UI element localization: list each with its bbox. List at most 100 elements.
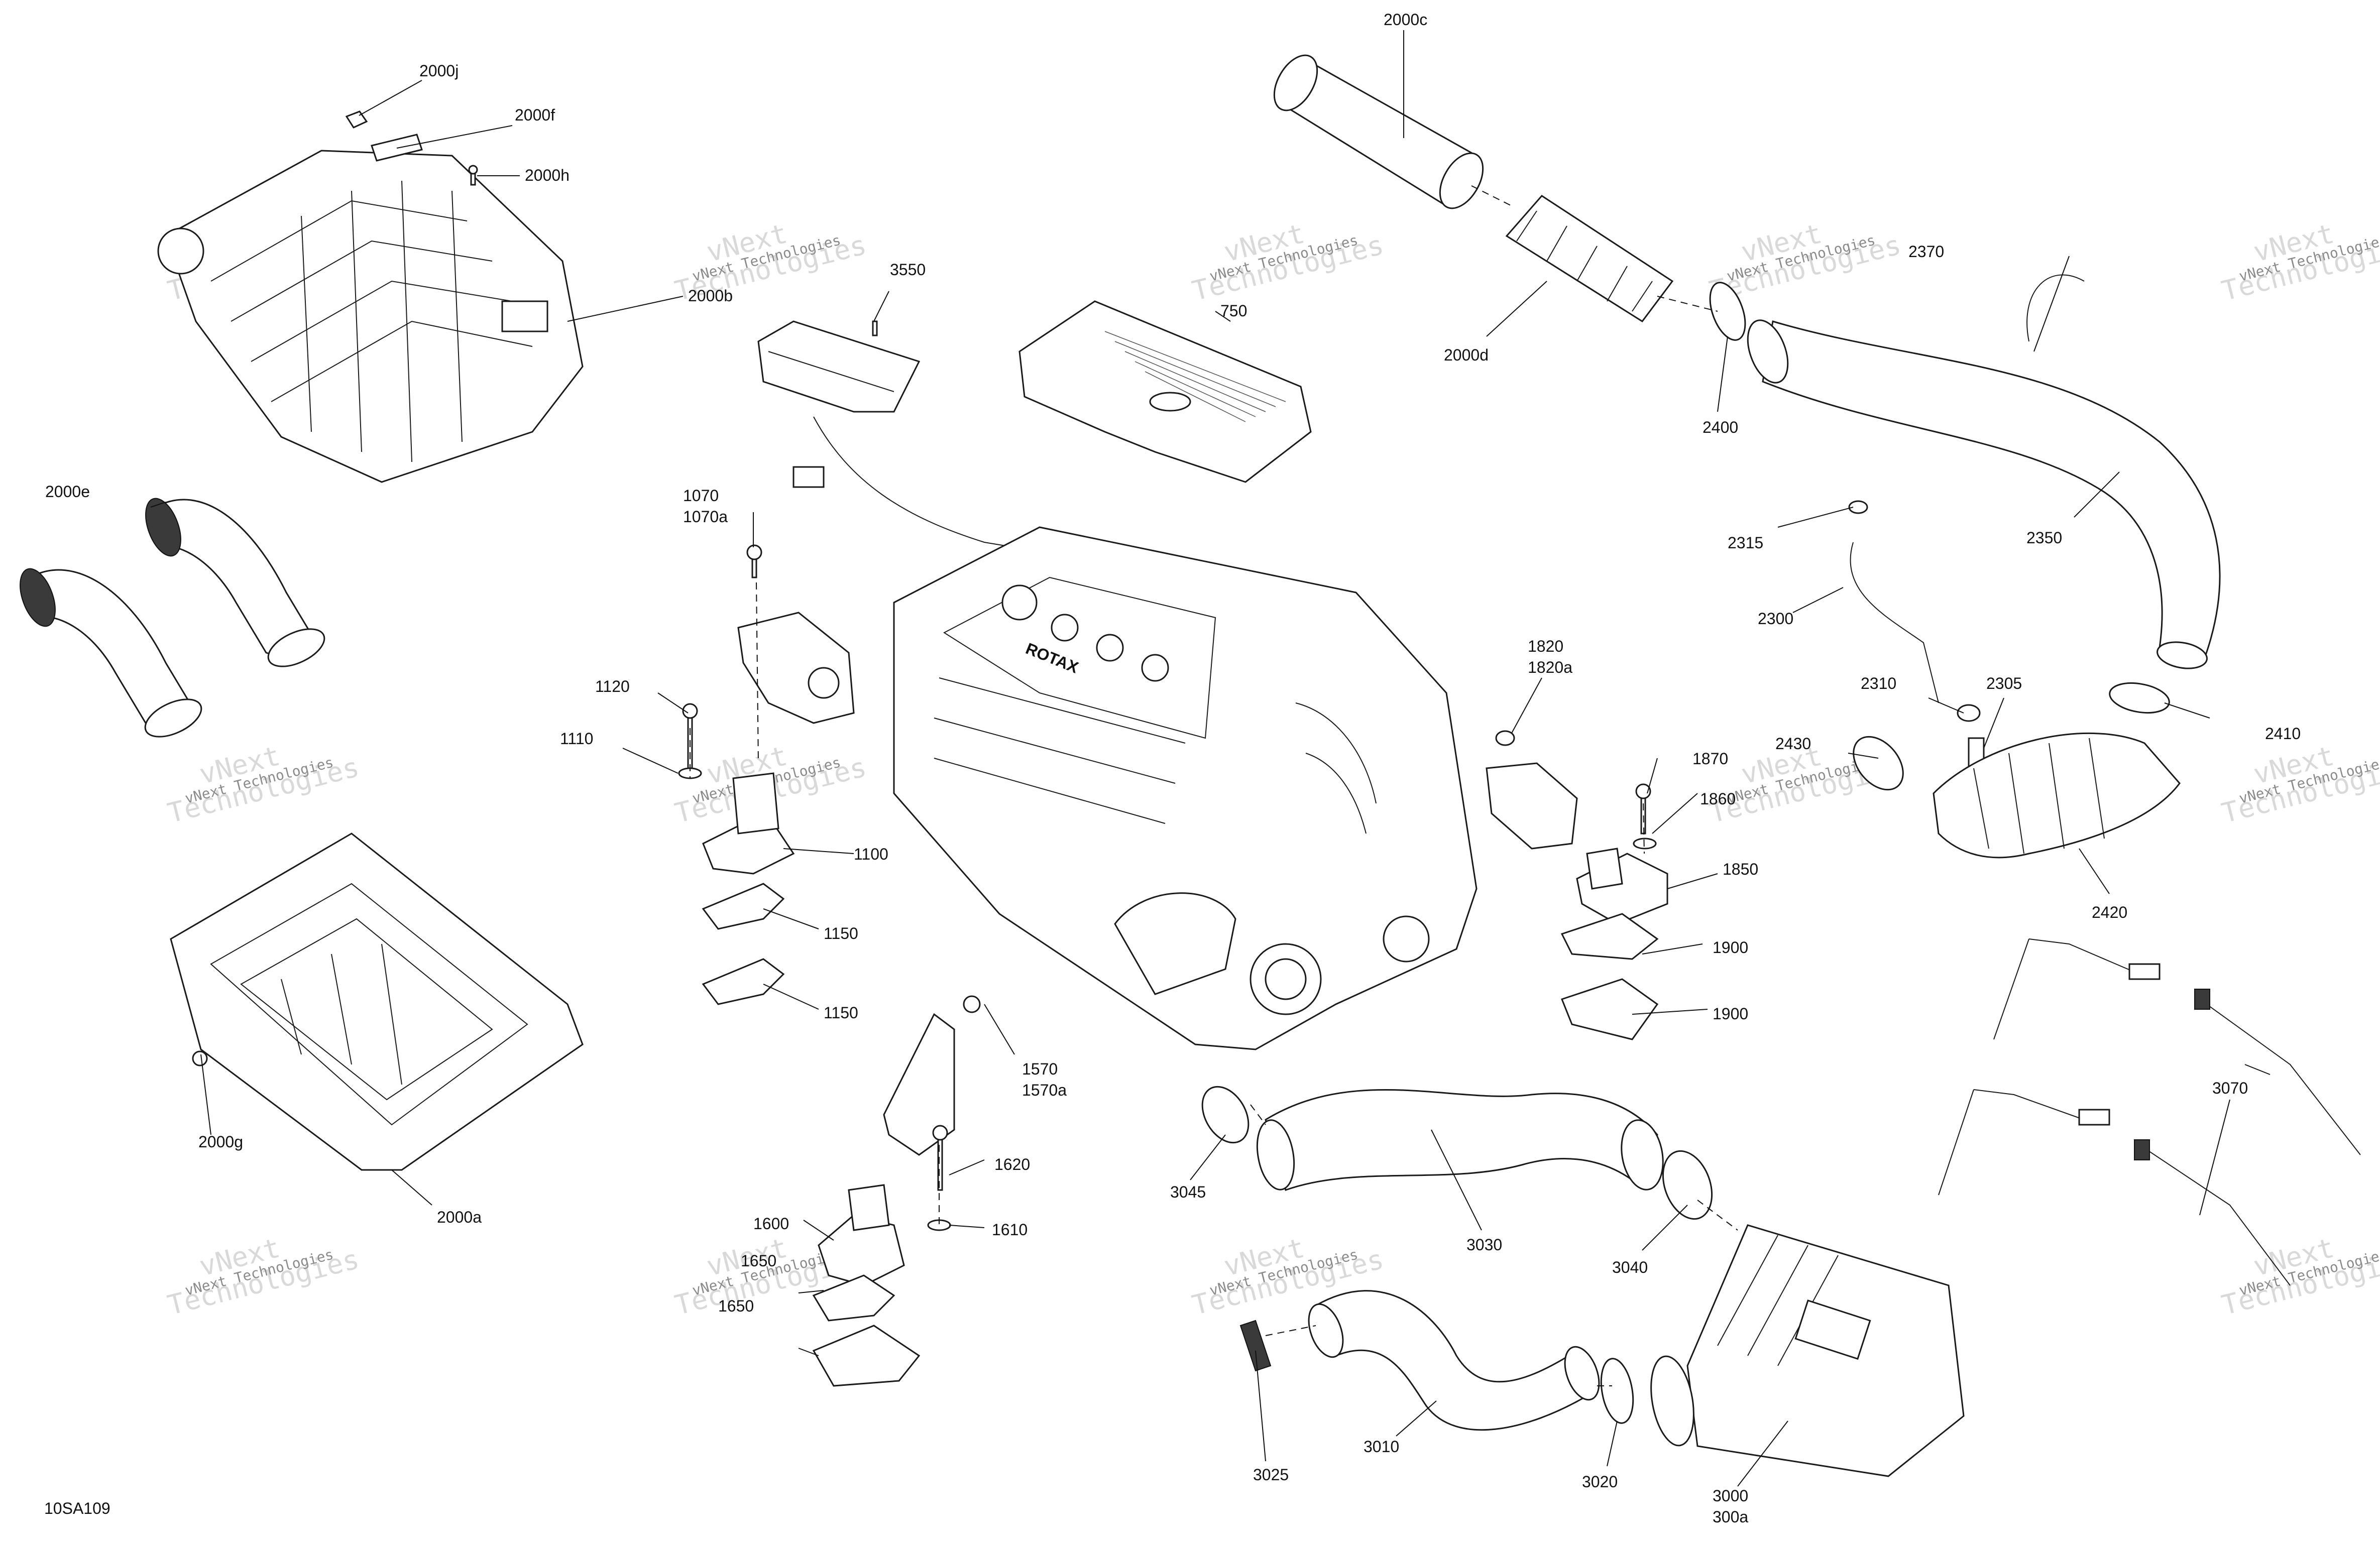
callout-1070: 1070 (683, 487, 719, 505)
hose-2370 (2026, 274, 2085, 342)
bolt-1620 (932, 1125, 948, 1191)
engine-block: ROTAX (893, 526, 1478, 1050)
figure-code: 10SA109 (44, 1499, 110, 1517)
callout-1120: 1120 (595, 677, 630, 695)
engine-bracket-1820 (1486, 730, 1578, 850)
callout-2430: 2430 (1775, 735, 1811, 753)
intake-tube-2000c (1273, 54, 1484, 209)
sensor-rod-3070-d (2134, 1139, 2291, 1286)
callout-750: 750 (1220, 302, 1247, 320)
bolt-1870 (1635, 783, 1651, 835)
callout-3030: 3030 (1466, 1236, 1502, 1254)
callout-1570a: 1570a (1022, 1081, 1067, 1099)
watermark: vNext Technologies vNext Technologies (1189, 217, 1387, 307)
shim-1900-lower (1561, 978, 1659, 1040)
filter-2000d (1505, 195, 1674, 323)
callout-2000a: 2000a (437, 1208, 482, 1226)
hose-3010 (1308, 1290, 1600, 1431)
callout-1650a: 1650 (741, 1252, 776, 1270)
clamp-3020 (1600, 1358, 1634, 1424)
callout-3000: 3000 (1713, 1487, 1748, 1505)
callout-300a: 300a (1713, 1508, 1748, 1526)
callout-1900a: 1900 (1713, 938, 1748, 957)
callout-2000g: 2000g (198, 1133, 243, 1151)
callout-3045: 3045 (1170, 1183, 1206, 1201)
callout-3020: 3020 (1582, 1473, 1618, 1491)
screw-2000h (468, 165, 478, 186)
cooler-3000 (1650, 1224, 1965, 1477)
callout-1850: 1850 (1723, 860, 1758, 878)
watermark: vNext Technologies vNext Technologies (165, 1232, 363, 1321)
duct-2420 (1933, 732, 2181, 859)
watermark: vNext Technologies vNext Technologies (2219, 217, 2380, 307)
callout-1150a: 1150 (824, 924, 858, 942)
callout-3550: 3550 (890, 261, 926, 279)
clamp-2400 (1709, 282, 1746, 341)
callout-1860: 1860 (1700, 790, 1736, 808)
mount-1100 (702, 772, 795, 875)
ecu-module-3550 (757, 320, 1045, 553)
callout-2310: 2310 (1861, 674, 1896, 692)
hose-2300 (1850, 542, 1939, 703)
callout-2305: 2305 (1986, 674, 2022, 692)
clamp-2310 (1957, 704, 1981, 722)
clamp-3040 (1662, 1150, 1713, 1220)
callout-1610: 1610 (992, 1221, 1028, 1239)
callout-2000f: 2000f (515, 106, 555, 124)
callout-1650b: 1650 (718, 1297, 754, 1315)
callout-2300: 2300 (1758, 610, 1793, 628)
clamp-2430 (1853, 736, 1904, 791)
clamp-3045 (1201, 1086, 1250, 1144)
callout-2350: 2350 (2026, 529, 2062, 547)
callout-3010: 3010 (1364, 1438, 1399, 1456)
callout-1820a: 1820a (1528, 658, 1572, 676)
hose-3030 (1256, 1089, 1664, 1191)
callout-2000b: 2000b (688, 287, 733, 305)
callout-2370: 2370 (1908, 243, 1944, 261)
callout-2410: 2410 (2265, 725, 2301, 743)
bracket-1570 (883, 995, 981, 1156)
callout-2000h: 2000h (525, 166, 570, 184)
callout-1600: 1600 (753, 1215, 789, 1233)
engine-bracket-1070 (737, 544, 855, 724)
callout-1110: 1110 (560, 730, 593, 748)
callout-2315: 2315 (1728, 534, 1763, 552)
clamp-2410 (2109, 682, 2170, 714)
callout-1820: 1820 (1528, 637, 1563, 655)
shim-1150-lower (702, 958, 785, 1005)
callout-2000e: 2000e (45, 483, 90, 501)
plug-2000g (192, 1050, 208, 1066)
shim-1150-upper (702, 883, 785, 930)
duct-2350 (1747, 319, 2221, 669)
callout-2000c: 2000c (1384, 11, 1427, 29)
callout-2000d: 2000d (1444, 346, 1489, 364)
mount-1850 (1576, 848, 1668, 925)
intake-manifold-upper (157, 150, 584, 483)
callout-2420: 2420 (2092, 903, 2127, 921)
callout-labels: 2000j 2000f 2000h 2000b 2000c 2000d 2000… (44, 11, 2301, 1526)
mount-1600 (818, 1184, 905, 1286)
clip-2315 (1848, 500, 1868, 514)
callout-3025: 3025 (1253, 1466, 1289, 1484)
callout-3070: 3070 (2212, 1079, 2248, 1097)
shim-1650-upper (812, 1274, 895, 1322)
callout-1150b: 1150 (824, 1004, 858, 1022)
sensor-rod-3070-c (2194, 989, 2361, 1155)
callout-3040: 3040 (1612, 1258, 1648, 1276)
sensor-bracket-3070-b (1938, 1089, 2110, 1196)
hose-2000e-right (145, 498, 325, 667)
callout-1070a: 1070a (683, 508, 728, 526)
leader-lines (150, 30, 2271, 1487)
callout-1100: 1100 (854, 845, 888, 863)
callout-2000j: 2000j (419, 62, 459, 80)
shim-1650-lower (812, 1325, 921, 1387)
lower-manifold-2000a (170, 833, 584, 1171)
shim-1900-upper (1560, 913, 1659, 960)
callout-1900b: 1900 (1713, 1005, 1748, 1023)
alignment-lines (690, 185, 1738, 1386)
watermark: vNext Technologies vNext Technologies (2219, 1232, 2380, 1321)
watermark: vNext Technologies vNext Technologies (165, 740, 363, 829)
hose-2000e-left (20, 568, 202, 738)
engine-cover-750 (1018, 300, 1312, 483)
